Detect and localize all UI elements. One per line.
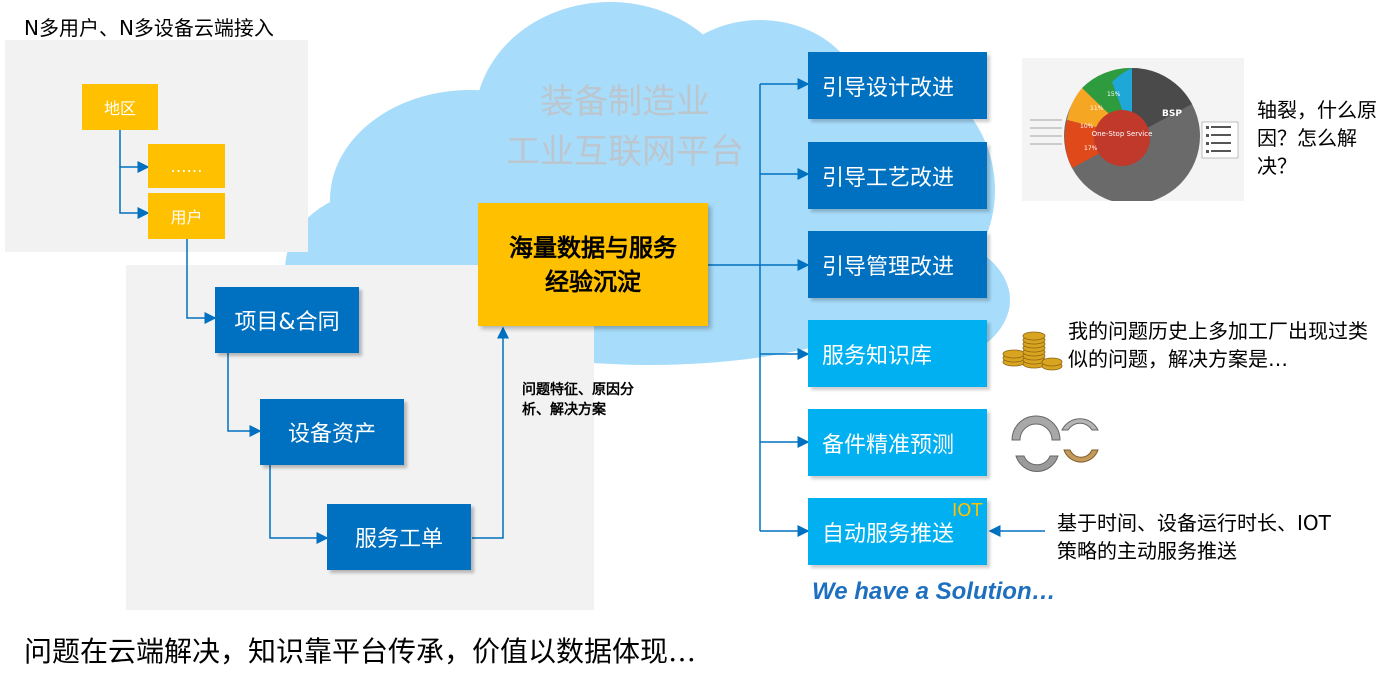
management-improvement-box: 引导管理改进: [808, 231, 987, 298]
bsp-pct-4: 17%: [1084, 145, 1098, 152]
axis-crack-note: 轴裂，什么原因？怎么解决？: [1257, 98, 1377, 178]
iot-tag: IOT: [952, 500, 983, 521]
bsp-pct-1: 15%: [1107, 91, 1121, 98]
footer-slogan: 问题在云端解决，知识靠平台传承，价值以数据体现…: [24, 635, 697, 668]
process-improvement-box: 引导工艺改进: [808, 142, 987, 209]
bsp-title: BSP: [1162, 109, 1182, 119]
feature-note: 问题特征、原因分析、解决方案: [522, 382, 634, 418]
bsp-pct-3: 10%: [1080, 123, 1094, 130]
header-title: N多用户、N多设备云端接入: [24, 16, 274, 40]
service-knowledge-box: 服务知识库: [808, 320, 987, 387]
cloud-title-line2: 工业互联网平台: [506, 132, 744, 172]
knowledge-history-note: 我的问题历史上多加工厂出现过类似的问题，解决方案是…: [1068, 319, 1368, 371]
auto-service-push-box: 自动服务推送: [808, 498, 987, 565]
bsp-chart-graphic: One-Stop Service BSP 15% 11% 10% 17%: [1030, 67, 1239, 201]
bsp-pct-2: 11%: [1090, 105, 1104, 112]
ellipsis-box: ……: [148, 144, 225, 188]
design-improvement-box: 引导设计改进: [808, 52, 987, 119]
cloud-title-line1: 装备制造业: [540, 82, 710, 122]
coins-image: [1002, 331, 1063, 371]
service-order-box: 服务工单: [327, 504, 471, 570]
user-box: 用户: [148, 193, 225, 239]
project-contract-box: 项目&合同: [215, 287, 359, 353]
solution-text: We have a Solution…: [812, 578, 1056, 605]
service-push-note: 基于时间、设备运行时长、IOT策略的主动服务推送: [1057, 511, 1331, 563]
region-box: 地区: [82, 84, 158, 130]
bearing-parts-image: [1011, 415, 1099, 472]
equipment-asset-box: 设备资产: [260, 399, 404, 465]
bsp-chart-image: One-Stop Service BSP 15% 11% 10% 17%: [1022, 58, 1244, 201]
bsp-center-sub: One-Stop Service: [1092, 130, 1153, 138]
center-line1: 海量数据与服务: [509, 233, 677, 262]
center-line2: 经验沉淀: [545, 267, 641, 296]
data-experience-box: 海量数据与服务 经验沉淀: [478, 203, 708, 326]
spare-parts-forecast-box: 备件精准预测: [808, 409, 987, 476]
